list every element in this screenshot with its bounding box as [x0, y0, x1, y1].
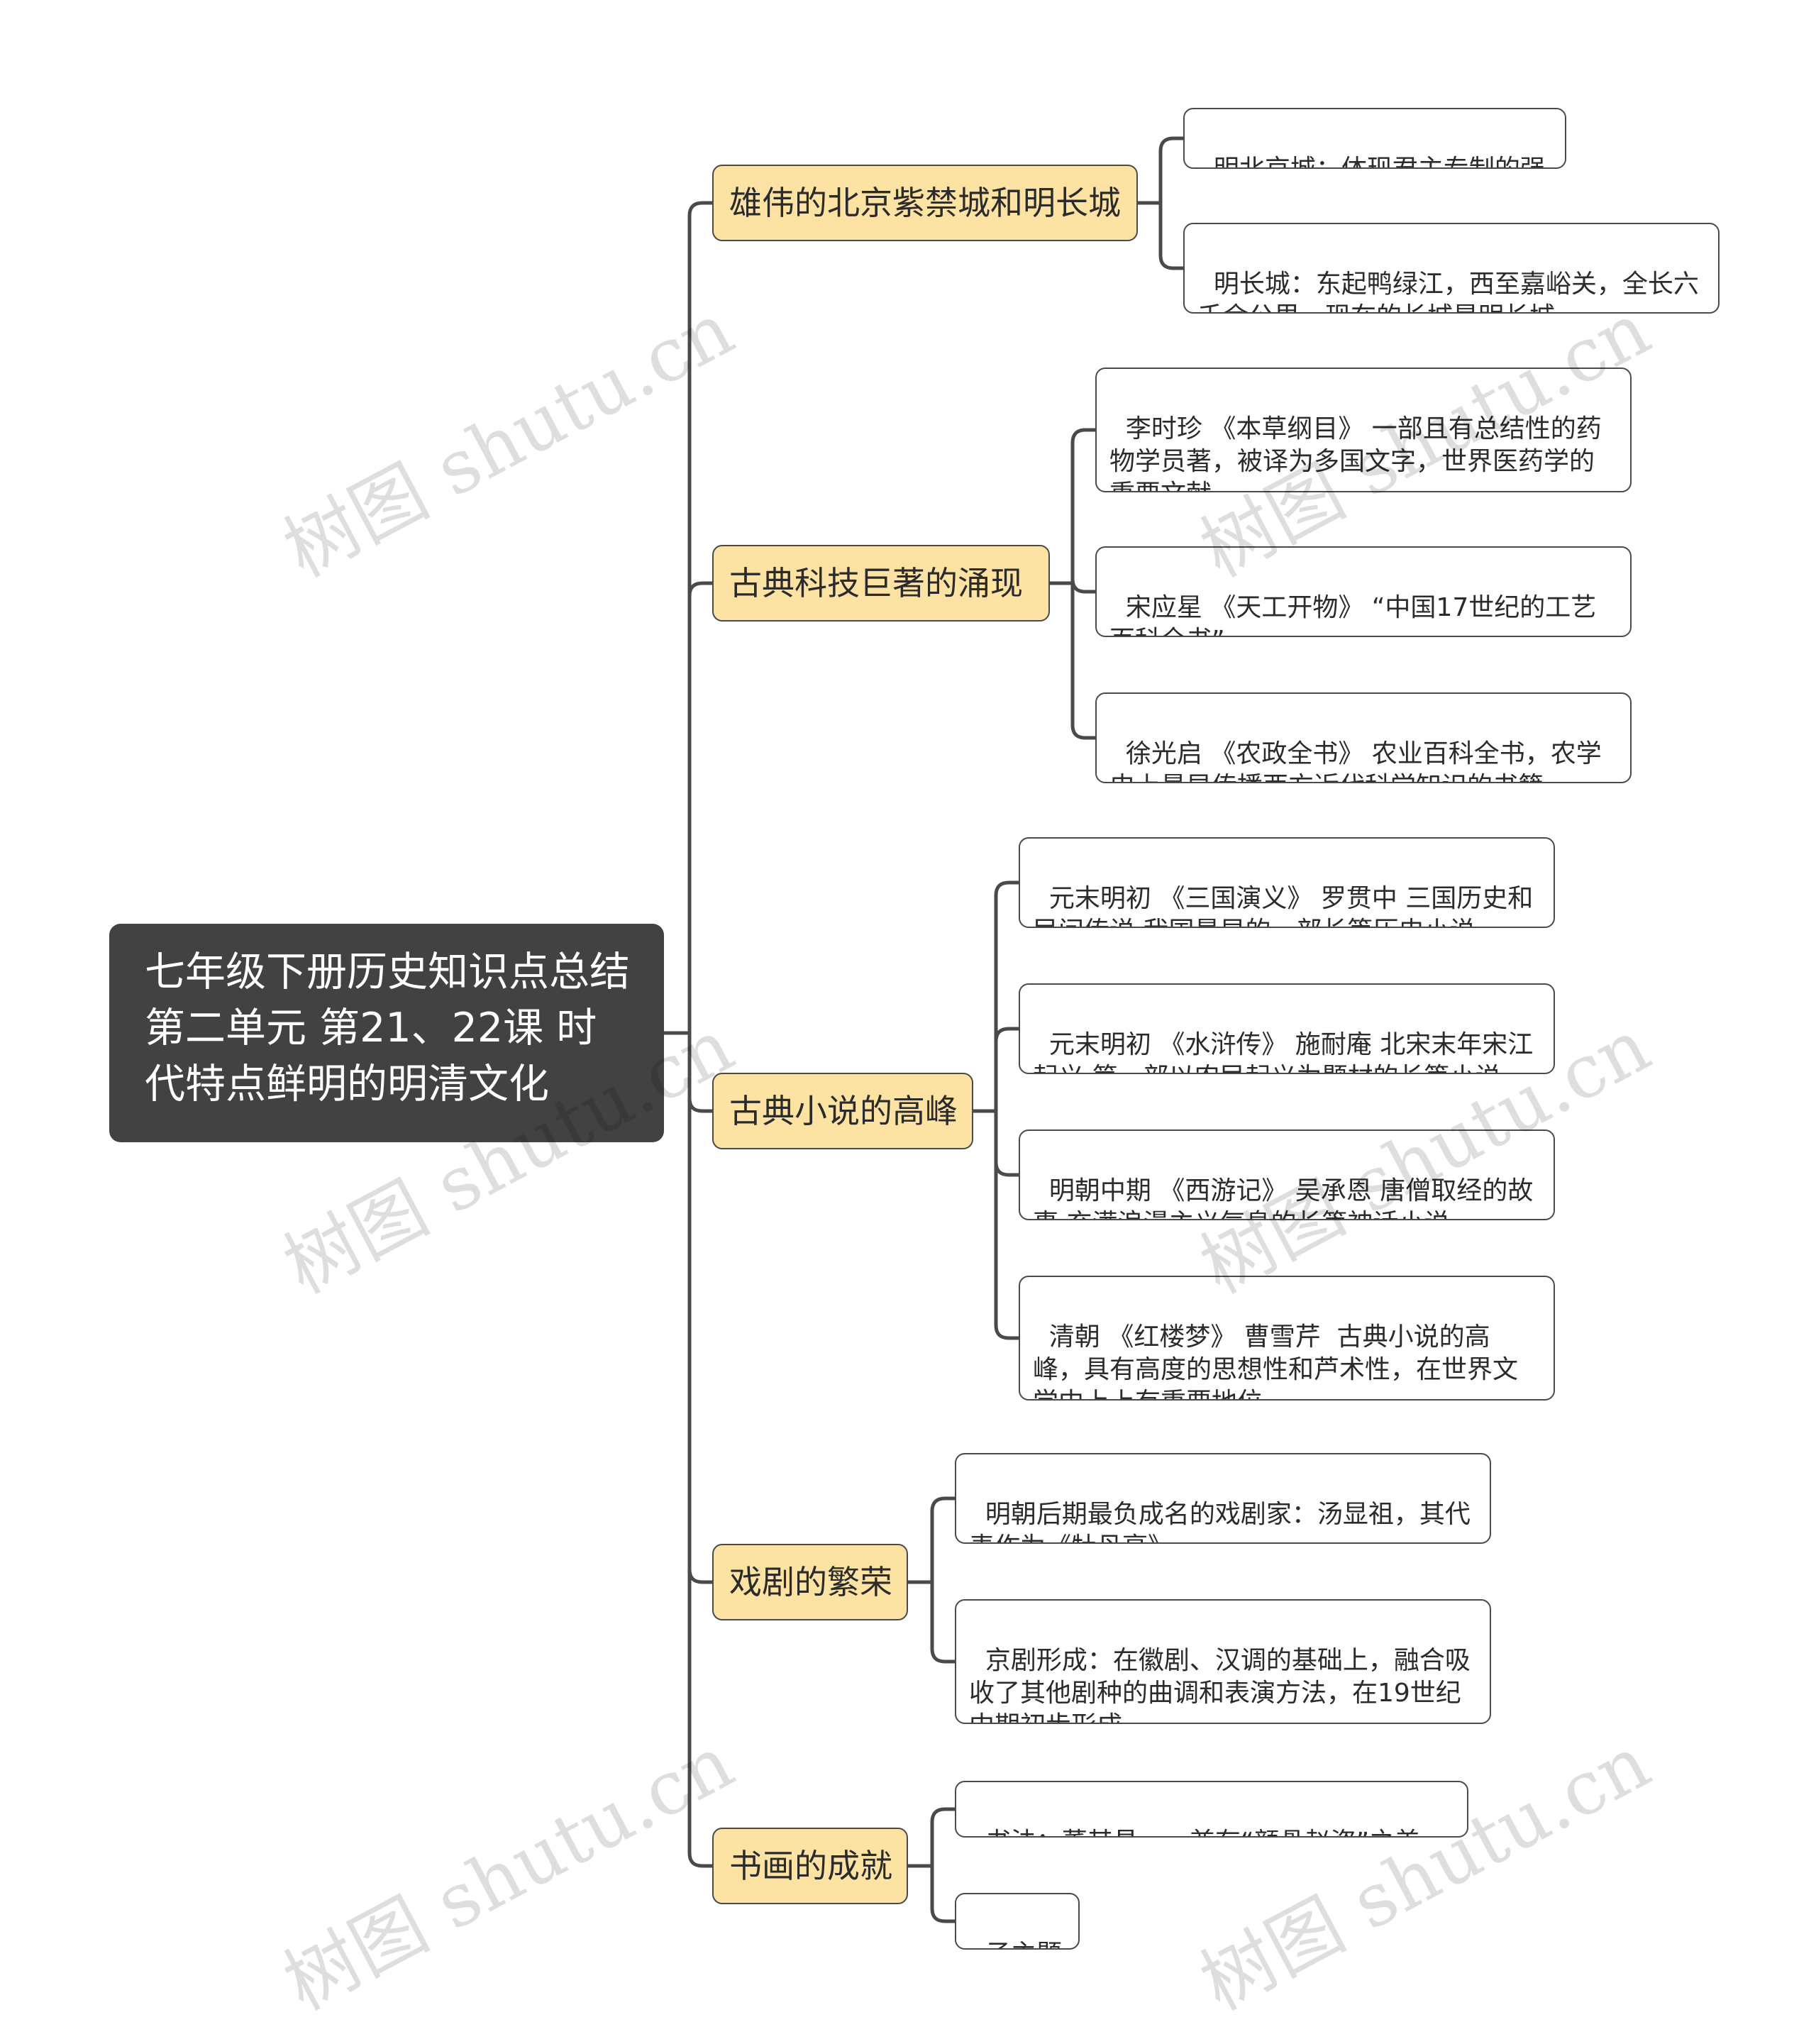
leaf-tiangong-kaiwu[interactable]: 宋应星 《天工开物》 “中国17世纪的工艺百科全书”	[1095, 546, 1632, 637]
connector-line	[994, 1027, 1021, 1113]
branch-label: 戏剧的繁荣	[729, 1563, 892, 1601]
leaf-text: 宋应星 《天工开物》 “中国17世纪的工艺百科全书”	[1109, 593, 1597, 636]
leaf-water-margin[interactable]: 元末明初 《水浒传》 施耐庵 北宋末年宋江起义 第一部以农民起义为题材的长篇小说	[1019, 983, 1555, 1074]
leaf-text: 清朝 《红楼梦》 曹雪芹 古典小说的高峰，具有高度的思想性和芦术性，在世界文学中…	[1033, 1322, 1519, 1399]
leaf-text: 徐光启 《农政全书》 农业百科全书，农学史上最早传播西方近代科学知识的书籍	[1109, 739, 1602, 782]
leaf-text: 元末明初 《水浒传》 施耐庵 北宋末年宋江起义 第一部以农民起义为题材的长篇小说	[1033, 1030, 1534, 1073]
leaf-text: 李时珍 《本草纲目》 一部且有总结性的药物学员著，被译为多国文字，世界医药学的重…	[1109, 414, 1602, 491]
connector-line	[994, 1109, 1021, 1177]
leaf-subtopic-2[interactable]: 子主题 2	[955, 1893, 1080, 1950]
branch-drama[interactable]: 戏剧的繁荣	[712, 1544, 908, 1620]
connector-line	[687, 1031, 714, 1584]
connector-line	[930, 1807, 957, 1868]
connector-line	[687, 201, 714, 1035]
connector-line	[1158, 136, 1185, 205]
branch-forbidden-city-great-wall[interactable]: 雄伟的北京紫禁城和明长城	[712, 165, 1138, 241]
leaf-journey-to-the-west[interactable]: 明朝中期 《西游记》 吴承恩 唐僧取经的故事 充满浪漫主义气息的长篇神话小说。	[1019, 1129, 1555, 1220]
leaf-text: 书法：董其昌——兼有“颜骨赵姿”之美。	[985, 1828, 1446, 1836]
connector-line	[1070, 581, 1097, 740]
leaf-text: 明北京城：体现君主专制的强化	[1197, 155, 1546, 167]
leaf-text: 元末明初 《三国演义》 罗贯中 三国历史和民间传说 我国最早的一部长篇历史小说	[1033, 884, 1534, 927]
leaf-peking-opera[interactable]: 京剧形成：在徽剧、汉调的基础上，融合吸收了其他剧种的曲调和表演方法，在19世纪中…	[955, 1599, 1491, 1724]
connector-line	[930, 1496, 957, 1584]
leaf-dong-qichang[interactable]: 书法：董其昌——兼有“颜骨赵姿”之美。	[955, 1781, 1468, 1838]
leaf-nongzheng-quanshu[interactable]: 徐光启 《农政全书》 农业百科全书，农学史上最早传播西方近代科学知识的书籍	[1095, 692, 1632, 783]
connector-line	[930, 1864, 957, 1923]
connector-line	[994, 880, 1021, 1113]
connector-line	[1070, 428, 1097, 585]
connector-line	[1158, 201, 1185, 270]
connector-line	[1070, 578, 1097, 594]
branch-label: 古典科技巨著的涌现	[729, 564, 1023, 602]
connector-line	[930, 1580, 957, 1664]
leaf-tang-xianzu[interactable]: 明朝后期最负成名的戏剧家：汤显祖，其代表作为《牡丹亭》。	[955, 1453, 1491, 1544]
leaf-text: 子主题 2	[969, 1940, 1070, 1948]
leaf-three-kingdoms[interactable]: 元末明初 《三国演义》 罗贯中 三国历史和民间传说 我国最早的一部长篇历史小说	[1019, 837, 1555, 928]
leaf-bencao-gangmu[interactable]: 李时珍 《本草纲目》 一部且有总结性的药物学员著，被译为多国文字，世界医药学的重…	[1095, 368, 1632, 492]
leaf-text: 明朝后期最负成名的戏剧家：汤显祖，其代表作为《牡丹亭》。	[969, 1500, 1471, 1542]
leaf-ming-beijing[interactable]: 明北京城：体现君主专制的强化	[1183, 108, 1566, 169]
root-topic[interactable]: 七年级下册历史知识点总结 第二单元 第21、22课 时代特点鲜明的明清文化	[109, 924, 664, 1142]
branch-label: 书画的成就	[729, 1847, 892, 1885]
leaf-dream-of-red-chamber[interactable]: 清朝 《红楼梦》 曹雪芹 古典小说的高峰，具有高度的思想性和芦术性，在世界文学中…	[1019, 1276, 1555, 1401]
branch-classic-novels[interactable]: 古典小说的高峰	[712, 1073, 973, 1149]
connector-line	[687, 1031, 714, 1113]
branch-label: 雄伟的北京紫禁城和明长城	[729, 184, 1121, 222]
leaf-text: 明长城：东起鸭绿江，西至嘉峪关，全长六千余公里。现在的长城是明长城。	[1197, 270, 1699, 312]
connector-line	[687, 1031, 714, 1868]
branch-label: 古典小说的高峰	[729, 1092, 958, 1130]
leaf-text: 京剧形成：在徽剧、汉调的基础上，融合吸收了其他剧种的曲调和表演方法，在19世纪中…	[969, 1646, 1471, 1723]
root-topic-title: 七年级下册历史知识点总结 第二单元 第21、22课 时代特点鲜明的明清文化	[145, 949, 630, 1107]
branch-calligraphy-painting[interactable]: 书画的成就	[712, 1828, 908, 1904]
leaf-text: 明朝中期 《西游记》 吴承恩 唐僧取经的故事 充满浪漫主义气息的长篇神话小说。	[1033, 1176, 1534, 1219]
leaf-ming-great-wall[interactable]: 明长城：东起鸭绿江，西至嘉峪关，全长六千余公里。现在的长城是明长城。	[1183, 223, 1720, 314]
connector-line	[687, 581, 714, 1035]
branch-science-classics[interactable]: 古典科技巨著的涌现	[712, 545, 1050, 622]
connector-line	[994, 1109, 1021, 1340]
